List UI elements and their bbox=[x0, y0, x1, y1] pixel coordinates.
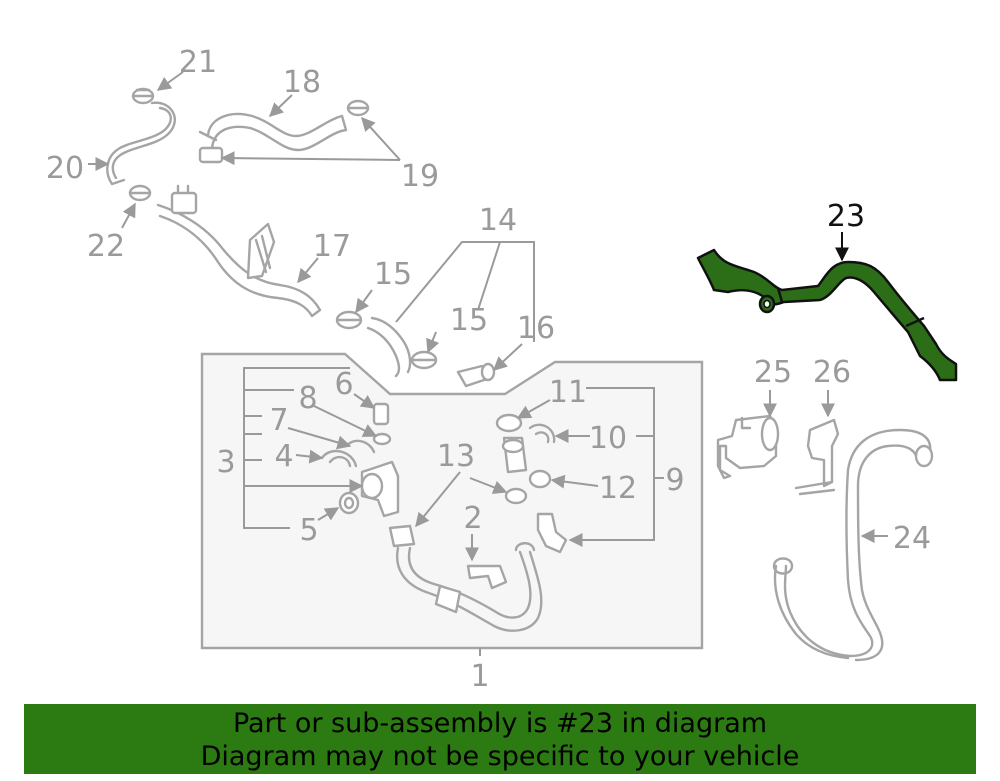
part-14-hose bbox=[366, 316, 412, 378]
callout-8: 8 bbox=[298, 381, 317, 416]
callout-19: 19 bbox=[401, 159, 439, 194]
part-17-connector bbox=[170, 184, 198, 215]
notice-banner: Part or sub-assembly is #23 in diagram D… bbox=[24, 704, 976, 774]
callout-26: 26 bbox=[813, 355, 851, 390]
callout-2: 2 bbox=[463, 501, 482, 536]
part-17-bracket bbox=[246, 222, 276, 280]
callout-12: 12 bbox=[599, 471, 637, 506]
part-15-clamp-lower bbox=[410, 350, 438, 370]
part-11-ring bbox=[495, 413, 523, 433]
part-10-clip bbox=[528, 423, 556, 444]
part-21-clamp bbox=[131, 87, 155, 105]
part-25-pump bbox=[716, 414, 780, 480]
callout-1: 1 bbox=[470, 659, 489, 694]
part-2-bracket bbox=[466, 564, 508, 590]
part-1-coupler bbox=[434, 584, 462, 614]
part-12-clamp bbox=[528, 469, 552, 489]
callout-11: 11 bbox=[549, 375, 587, 410]
callout-7: 7 bbox=[269, 403, 288, 438]
part-26-bracket bbox=[794, 418, 840, 496]
callout-4: 4 bbox=[274, 439, 293, 474]
part-17-pipe bbox=[156, 203, 322, 318]
part-18-hose bbox=[198, 112, 348, 152]
part-24-hose bbox=[772, 428, 932, 662]
part-4-clip bbox=[320, 449, 358, 468]
part-3-housing bbox=[360, 460, 400, 518]
part-16-fitting bbox=[456, 362, 496, 388]
part-20-hose bbox=[106, 101, 176, 186]
part-1-pipe bbox=[395, 542, 543, 632]
assembly-box bbox=[200, 352, 704, 650]
part-15-clamp-upper bbox=[335, 310, 363, 330]
callout-15-lower: 15 bbox=[450, 303, 488, 338]
callout-6: 6 bbox=[334, 367, 353, 402]
part-23-hose bbox=[696, 248, 958, 382]
callout-20: 20 bbox=[46, 151, 84, 186]
leader-lines bbox=[88, 71, 888, 562]
callout-10: 10 bbox=[589, 421, 627, 456]
part-13-fitting-left bbox=[388, 524, 416, 548]
callout-23: 23 bbox=[827, 199, 865, 234]
callout-13: 13 bbox=[437, 439, 475, 474]
part-24-end bbox=[914, 444, 934, 468]
callout-18: 18 bbox=[283, 65, 321, 100]
callout-22: 22 bbox=[87, 229, 125, 264]
callout-24: 24 bbox=[893, 521, 931, 556]
callout-16: 16 bbox=[517, 311, 555, 346]
part-6-valve bbox=[372, 402, 390, 426]
callout-17: 17 bbox=[313, 229, 351, 264]
part-19-clamp bbox=[346, 99, 370, 117]
callout-21: 21 bbox=[179, 45, 217, 80]
notice-line-2: Diagram may not be specific to your vehi… bbox=[200, 741, 800, 772]
callout-9: 9 bbox=[665, 463, 684, 498]
callout-15-upper: 15 bbox=[374, 257, 412, 292]
part-18-end-fitting bbox=[198, 146, 224, 164]
part-9-elbow bbox=[536, 512, 568, 554]
part-13-fitting-right bbox=[504, 487, 528, 505]
callout-25: 25 bbox=[754, 355, 792, 390]
callout-5: 5 bbox=[299, 513, 318, 548]
part-9-connector bbox=[501, 436, 528, 474]
notice-line-1: Part or sub-assembly is #23 in diagram bbox=[232, 708, 768, 739]
part-8-oring bbox=[372, 432, 392, 446]
callout-3: 3 bbox=[216, 445, 235, 480]
part-5-oring bbox=[338, 491, 360, 515]
part-22-clamp bbox=[128, 184, 152, 202]
callout-14: 14 bbox=[479, 203, 517, 238]
